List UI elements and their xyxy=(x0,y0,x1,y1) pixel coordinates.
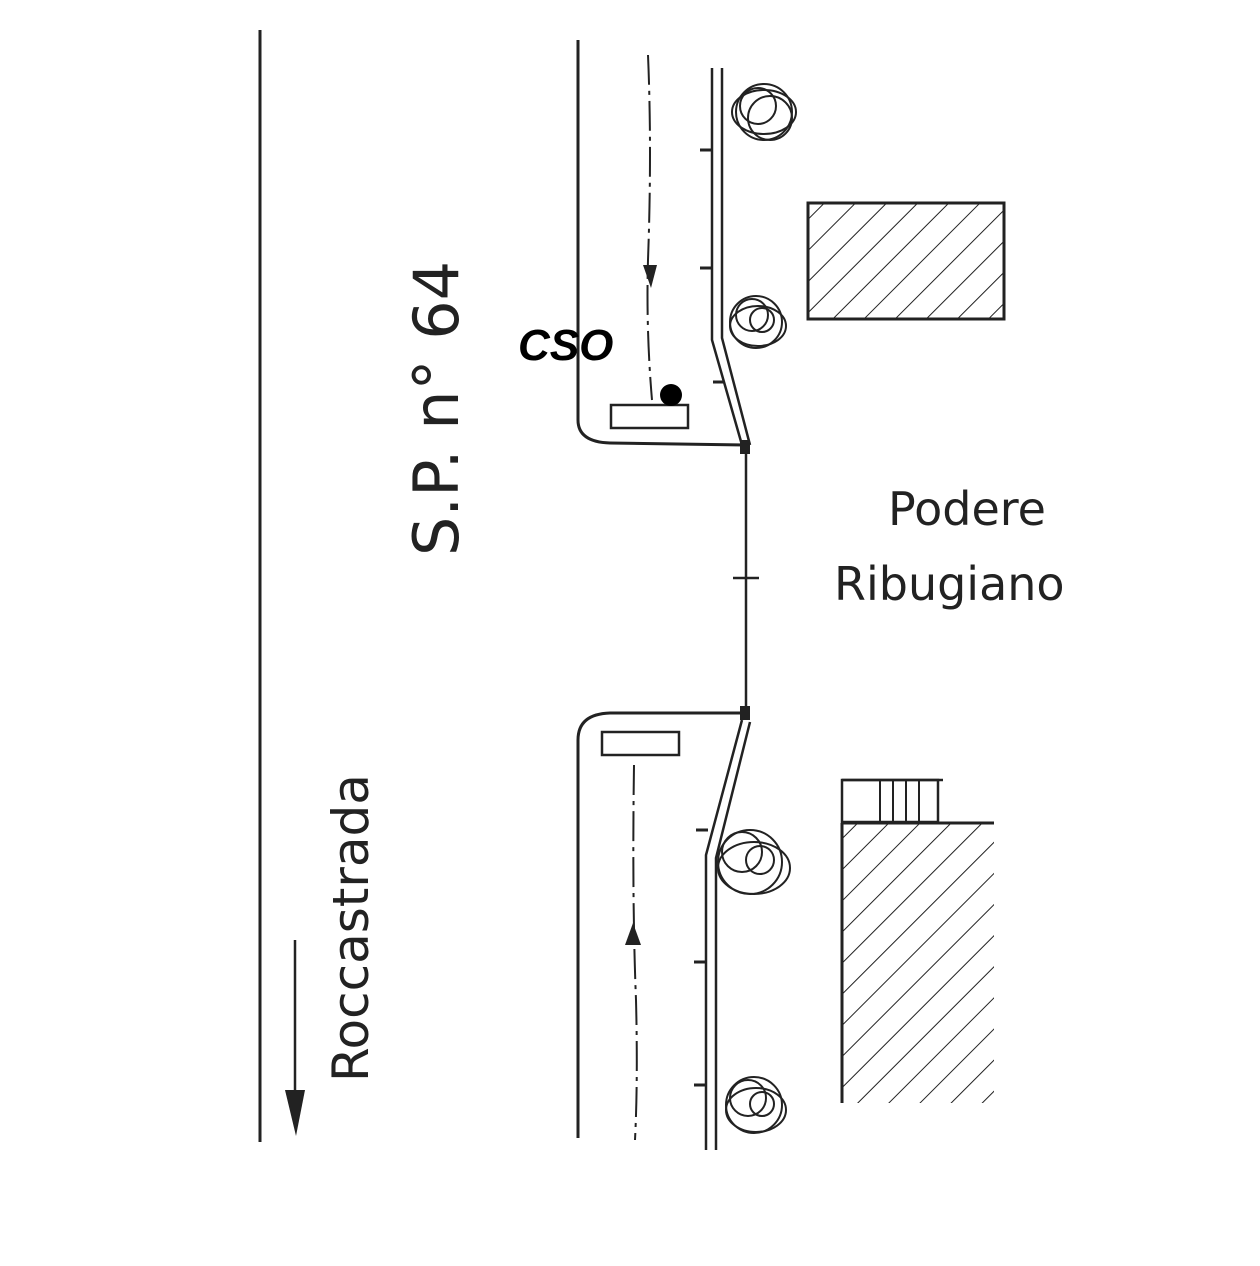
cso-label: CSO xyxy=(518,321,613,370)
direction-arrow-icon xyxy=(285,940,305,1136)
road-edge-right-lower xyxy=(576,711,745,1138)
bus-stop-box-lower xyxy=(600,730,681,757)
building-upper xyxy=(806,201,1006,321)
tree-icon xyxy=(725,1076,787,1134)
cso-marker-dot xyxy=(660,384,682,406)
building-lower xyxy=(840,778,994,1103)
direction-label: Roccastrada xyxy=(322,774,380,1082)
road-edge-right-upper xyxy=(576,40,746,447)
bus-stop-box-upper xyxy=(609,403,690,430)
gate-post-bottom xyxy=(740,706,750,720)
road-label: S.P. n° 64 xyxy=(400,261,473,556)
fence-lower-inner xyxy=(714,721,752,1150)
lane-arrow-down-icon xyxy=(643,265,657,288)
lane-line-lower xyxy=(632,764,638,1141)
fence-upper-inner xyxy=(720,68,752,446)
lane-arrow-up-icon xyxy=(625,923,641,945)
fence-lower xyxy=(704,719,744,1150)
tree-icon xyxy=(717,829,791,895)
lane-line-upper xyxy=(646,54,653,401)
place-label-line1: Podere xyxy=(888,482,1046,536)
place-label-line2: Ribugiano xyxy=(834,557,1065,611)
gate-post-top xyxy=(740,440,750,454)
fence-upper xyxy=(710,68,744,446)
tree-icon xyxy=(729,295,787,349)
tree-icon xyxy=(731,83,797,141)
